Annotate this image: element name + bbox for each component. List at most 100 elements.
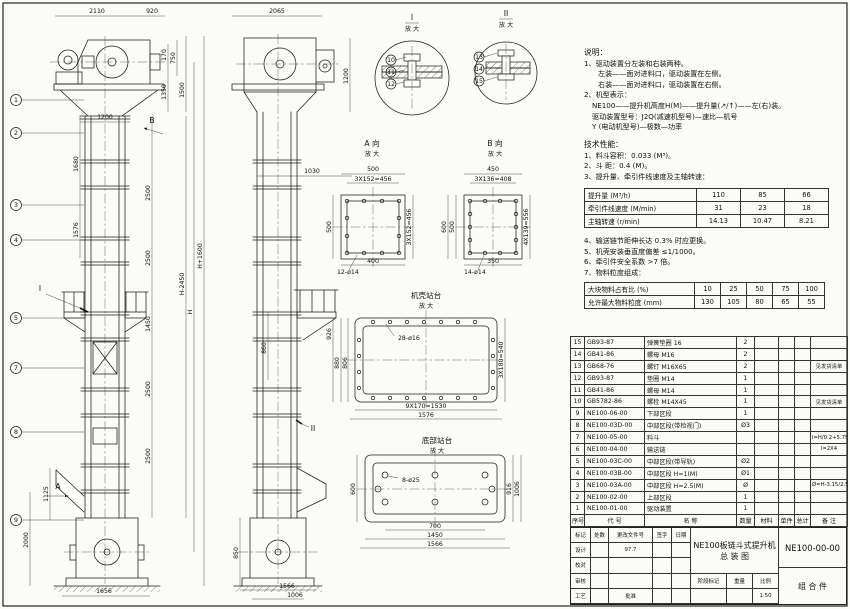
dim-label: 450 (487, 166, 499, 173)
bom-cell (810, 347, 848, 361)
bom-cell: GB93-87 (584, 336, 645, 349)
bom-cell (794, 336, 811, 349)
tb-cell-date: 97.7 (609, 543, 653, 559)
tech-block-2: 4、输送链节距伸长达 0.3% 时应更换。 5、机壳安装垂直度偏差 ≤1/100… (584, 236, 710, 278)
detail-subtitle: 放 大 (499, 21, 513, 29)
speed-cell: 23 (740, 201, 785, 215)
note-line: 驱动装置型号：J2Q(减速机型号)—速比—机号 (592, 111, 738, 121)
size-cell: 130 (694, 295, 721, 309)
dim-label: 2500 (145, 448, 152, 464)
speed-cell: 14.13 (696, 214, 741, 228)
dim-label: 920 (146, 8, 158, 15)
tech-line: 1、料斗容积：0.033 (M³)。 (584, 150, 676, 160)
speed-cell: 110 (696, 188, 741, 202)
bom-cell: 1 (570, 502, 585, 516)
bom-cell: 1 (736, 371, 755, 385)
dim-label: 9X170=1530 (406, 403, 447, 410)
bom-cell: 1 (736, 395, 755, 409)
tb-cell (653, 573, 672, 589)
bom-cell (754, 383, 779, 397)
bom-cell: NE100-04-00 (584, 443, 645, 456)
bom-cell: 驱动装置 (644, 502, 737, 516)
speed-cell: 提升量 (M³/h) (584, 188, 697, 202)
bom-cell: Ø1 (736, 466, 755, 480)
dim-label: 1125 (43, 486, 50, 502)
bom-cell: 12 (570, 371, 585, 385)
dim-label: 1200 (343, 68, 350, 84)
bom-cell: 9 (570, 407, 585, 421)
balloon-label: 15 (475, 78, 483, 85)
detail-title: II (504, 9, 508, 18)
dim-label: 806 (342, 357, 349, 369)
bom-cell (754, 490, 779, 504)
bom-cell (754, 454, 779, 468)
bom-cell: 2 (736, 359, 755, 373)
dim-label: 926 (326, 328, 333, 340)
bom-header-cell: 材料 (754, 514, 779, 528)
bom-cell (754, 395, 779, 409)
dim-label: 2500 (145, 185, 152, 201)
bom-cell (810, 502, 848, 516)
bom-cell (778, 454, 795, 468)
front-elevation-view: 2110 920 170 1350 750 1500 1200 1680 157… (23, 8, 205, 597)
bom-cell (754, 419, 779, 433)
speed-cell: 18 (784, 201, 829, 215)
tb-cell: 签字 (653, 528, 672, 544)
bom-cell (794, 443, 811, 456)
hole-callout: 8-ø25 (402, 477, 420, 484)
balloon-label: 8 (14, 429, 18, 436)
tb-cell: 设计 (571, 543, 591, 559)
bom-cell: l=2X4 (810, 443, 848, 456)
size-cell: 75 (772, 282, 799, 296)
view-subtitle: 放 大 (419, 302, 433, 310)
bom-cell: NE100-06-00 (584, 407, 645, 421)
tb-cell: 更改文件号 (609, 528, 653, 544)
tb-scale-label: 比例 (753, 574, 779, 589)
tb-cell (591, 558, 609, 574)
tb-cell (653, 558, 672, 574)
bom-cell (754, 347, 779, 361)
tb-cell (653, 588, 672, 604)
bom-cell: 14 (570, 347, 585, 361)
dim-label: 1006 (287, 592, 303, 599)
dim-label: 2500 (145, 381, 152, 397)
note-line: Y (电动机型号)—极数—功率 (592, 122, 683, 132)
size-cell: 大块物料占有比 (%) (584, 282, 695, 296)
tech-line: 5、机壳安装垂直度偏差 ≤1/1000。 (584, 246, 700, 256)
tb-cell (672, 543, 691, 559)
dim-label: 1576 (418, 412, 434, 419)
bom-cell: NE100-01-00 (584, 502, 645, 516)
bom-cell: 2 (736, 347, 755, 361)
bom-cell (810, 454, 848, 468)
tb-weight-label: 重量 (727, 574, 753, 589)
dim-label: H-2450 (179, 273, 186, 296)
tb-stage-value (691, 589, 727, 604)
size-cell: 80 (746, 295, 773, 309)
note-line: 右装——面对进料口，驱动装置在右侧。 (598, 79, 726, 89)
bom-cell (794, 347, 811, 361)
bom-header-cell: 序号 (570, 514, 585, 528)
bom-cell: 7 (570, 431, 585, 445)
speed-cell: 8.21 (784, 214, 829, 228)
speed-cell: 10.47 (740, 214, 785, 228)
front-balloon-callouts: 1 2 3 4 5 7 8 9 (10, 94, 84, 526)
tb-cell (591, 543, 609, 559)
dim-label: 2000 (23, 532, 30, 548)
bom-cell (754, 359, 779, 373)
note-line: NE100——提升机高度H(M)——提升量(↗/↑)——左(右)装。 (592, 100, 786, 110)
bom-cell (810, 336, 848, 349)
bom-cell (778, 383, 795, 397)
bom-cell (778, 502, 795, 516)
dim-label: 170 (161, 49, 168, 61)
bom-cell: 中部区段(带导轨) (644, 454, 737, 468)
bom-cell: 8 (570, 419, 585, 433)
bom-cell: NE100-02-00 (584, 490, 645, 504)
view-title: B 向 (487, 138, 502, 148)
balloon-label: 4 (14, 237, 18, 244)
bom-cell (754, 336, 779, 349)
